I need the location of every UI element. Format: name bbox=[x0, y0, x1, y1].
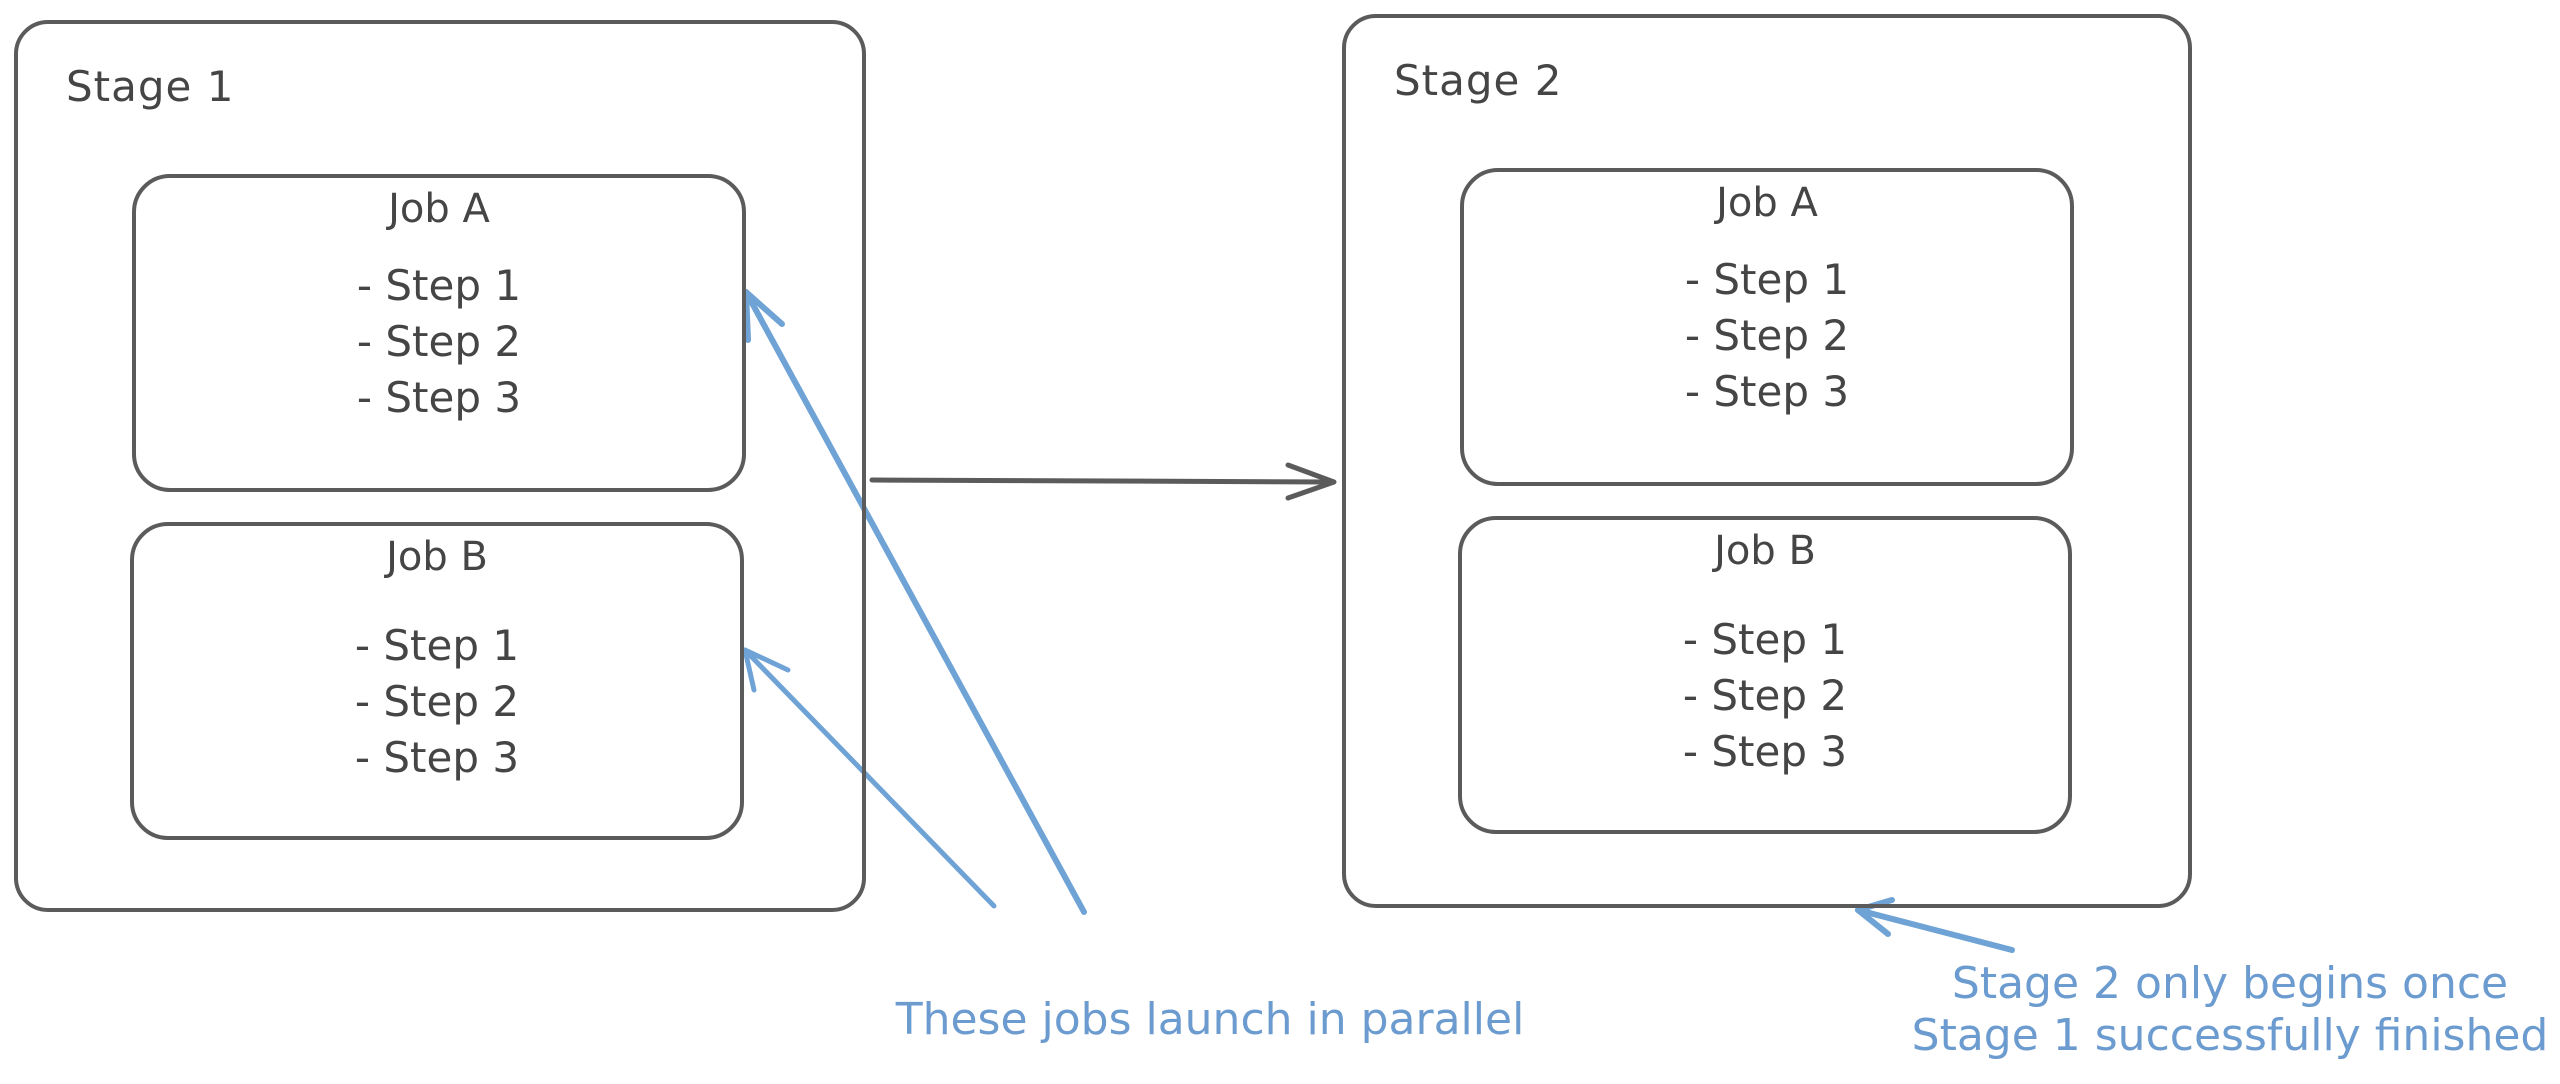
stage-transition-arrow bbox=[869, 462, 1337, 501]
step-item: - Step 1 bbox=[354, 621, 520, 670]
parallel-note: These jobs launch in parallel bbox=[895, 994, 1525, 1045]
stage-2-container: Stage 2 Job A - Step 1 - Step 2 - Step 3… bbox=[1342, 14, 2192, 908]
step-list: - Step 1 - Step 2 - Step 3 bbox=[134, 618, 740, 786]
step-item: - Step 2 bbox=[1682, 671, 1848, 720]
stage-1-title: Stage 1 bbox=[66, 62, 235, 111]
step-item: - Step 3 bbox=[1682, 727, 1848, 776]
sequence-note: Stage 2 only begins once Stage 1 success… bbox=[1900, 958, 2560, 1062]
job-title: Job A bbox=[388, 186, 490, 232]
job-title: Job B bbox=[1714, 528, 1816, 574]
stage-1-job-a: Job A - Step 1 - Step 2 - Step 3 bbox=[132, 174, 746, 492]
parallel-arrow-job-b bbox=[742, 647, 997, 909]
step-item: - Step 2 bbox=[356, 317, 522, 366]
step-item: - Step 3 bbox=[356, 373, 522, 422]
step-item: - Step 1 bbox=[356, 261, 522, 310]
step-item: - Step 2 bbox=[354, 677, 520, 726]
job-title: Job A bbox=[1716, 180, 1818, 226]
step-item: - Step 3 bbox=[354, 733, 520, 782]
step-list: - Step 1 - Step 2 - Step 3 bbox=[1464, 252, 2070, 420]
sequence-note-line-2: Stage 1 successfully finished bbox=[1911, 1010, 2549, 1061]
sequence-note-line-1: Stage 2 only begins once bbox=[1951, 958, 2509, 1009]
stage-2-job-a: Job A - Step 1 - Step 2 - Step 3 bbox=[1460, 168, 2074, 486]
step-list: - Step 1 - Step 2 - Step 3 bbox=[1462, 612, 2068, 780]
parallel-arrow-job-a bbox=[743, 289, 1087, 915]
step-item: - Step 1 bbox=[1684, 255, 1850, 304]
step-list: - Step 1 - Step 2 - Step 3 bbox=[136, 258, 742, 426]
step-item: - Step 1 bbox=[1682, 615, 1848, 664]
stage-2-job-b: Job B - Step 1 - Step 2 - Step 3 bbox=[1458, 516, 2072, 834]
stage-1-job-b: Job B - Step 1 - Step 2 - Step 3 bbox=[130, 522, 744, 840]
step-item: - Step 2 bbox=[1684, 311, 1850, 360]
stage-2-title: Stage 2 bbox=[1394, 56, 1563, 105]
step-item: - Step 3 bbox=[1684, 367, 1850, 416]
job-title: Job B bbox=[386, 534, 488, 580]
stage-1-container: Stage 1 Job A - Step 1 - Step 2 - Step 3… bbox=[14, 20, 866, 912]
